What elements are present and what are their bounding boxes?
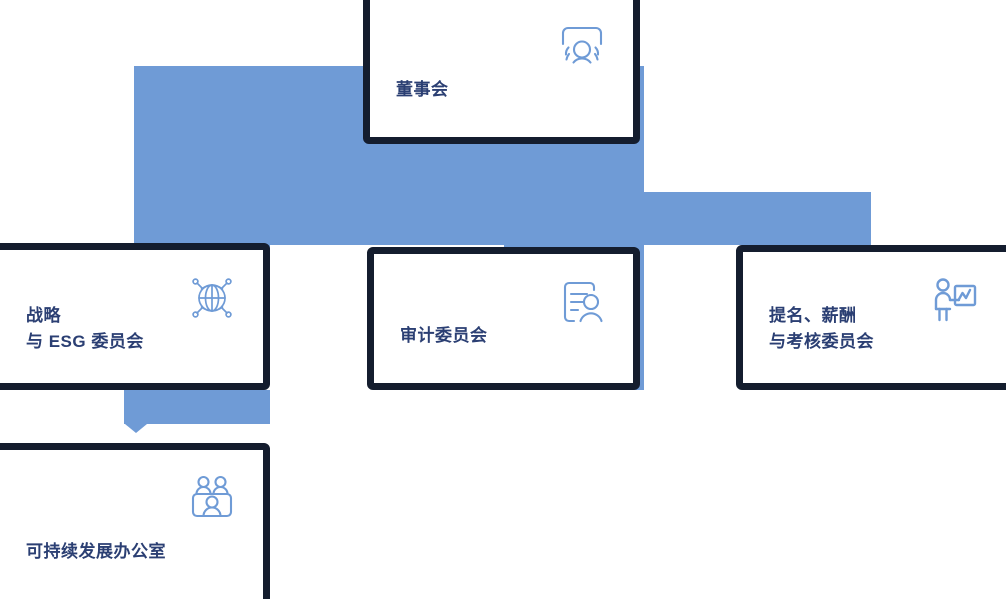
node-board[interactable]: 董事会	[363, 0, 640, 144]
document-person-icon	[556, 276, 608, 328]
node-sustainability-office-label: 可持续发展办公室	[26, 542, 166, 561]
connector-strategy-to-office	[124, 390, 270, 424]
node-board-label: 董事会	[396, 80, 449, 99]
globe-network-icon	[186, 272, 238, 324]
node-audit-label: 审计委员会	[400, 326, 488, 345]
connector-arrow-to-office-icon	[125, 424, 147, 433]
node-nomination-remuneration[interactable]: 提名、薪酬 与考核委员会	[736, 245, 1006, 390]
node-audit[interactable]: 审计委员会	[367, 247, 640, 390]
presenter-chart-icon	[929, 274, 981, 326]
team-table-icon	[186, 472, 238, 524]
node-nomination-remuneration-label: 提名、薪酬 与考核委员会	[769, 306, 874, 351]
people-group-icon	[556, 21, 608, 73]
node-strategy-esg[interactable]: 战略 与 ESG 委员会	[0, 243, 270, 390]
node-sustainability-office[interactable]: 可持续发展办公室	[0, 443, 270, 599]
connector-board-trunk-lower	[134, 192, 871, 245]
node-strategy-esg-label: 战略 与 ESG 委员会	[26, 306, 144, 351]
